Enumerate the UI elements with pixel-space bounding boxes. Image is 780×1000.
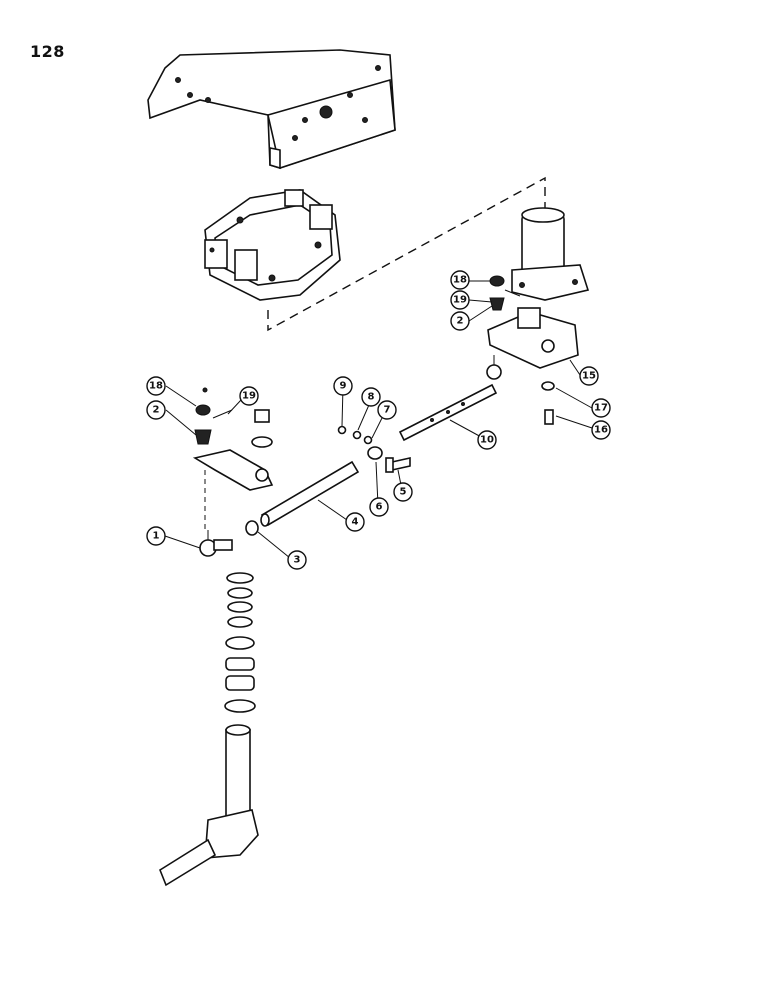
clamp-and-bolt [367, 446, 411, 473]
svg-text:6: 6 [376, 502, 383, 513]
callout-8: 8 [361, 387, 381, 407]
upper-steering-arm [487, 207, 590, 369]
callout-9: 9 [333, 376, 353, 396]
left-nut-set [194, 387, 273, 448]
svg-text:9: 9 [340, 381, 347, 392]
callout-4: 4 [345, 512, 365, 532]
steering-gear-housing [204, 189, 341, 301]
svg-text:17: 17 [594, 403, 608, 414]
svg-text:18: 18 [149, 381, 163, 392]
tie-rod [398, 355, 502, 442]
ball-joint-1 [199, 530, 233, 557]
bolt-16-nut-17 [541, 381, 555, 425]
bearing-stack [224, 572, 256, 713]
svg-text:1: 1 [153, 531, 160, 542]
svg-text:18: 18 [453, 275, 467, 286]
tractor-frame [147, 49, 396, 170]
upper-nut-set [489, 275, 521, 311]
steering-spindle [159, 724, 259, 887]
callout-18-left: 18 [146, 376, 166, 396]
svg-text:15: 15 [582, 371, 596, 382]
callout-19-left: 19 [239, 386, 259, 406]
callout-2-left: 2 [146, 400, 166, 420]
pitman-arm [192, 449, 274, 530]
svg-text:5: 5 [400, 487, 407, 498]
callout-18-right: 18 [450, 270, 470, 290]
callout-3: 3 [287, 550, 307, 570]
callout-5: 5 [393, 482, 413, 502]
svg-text:8: 8 [368, 392, 375, 403]
callout-7: 7 [377, 400, 397, 420]
callout-16: 16 [591, 420, 611, 440]
callout-2-right: 2 [450, 311, 470, 331]
svg-text:10: 10 [480, 435, 494, 446]
callout-10: 10 [477, 430, 497, 450]
svg-text:2: 2 [153, 405, 160, 416]
svg-text:2: 2 [457, 316, 464, 327]
drag-link-tube [260, 460, 360, 527]
sleeve-3 [245, 520, 259, 536]
callout-19-right: 19 [450, 290, 470, 310]
callout-6: 6 [369, 497, 389, 517]
callout-1: 1 [146, 526, 166, 546]
svg-text:7: 7 [384, 405, 391, 416]
small-washers [337, 425, 373, 445]
callout-17: 17 [591, 398, 611, 418]
page-number: 128 [30, 42, 65, 61]
svg-text:3: 3 [294, 555, 301, 566]
svg-text:16: 16 [594, 425, 608, 436]
callout-15: 15 [579, 366, 599, 386]
svg-text:19: 19 [453, 295, 467, 306]
svg-text:4: 4 [352, 517, 359, 528]
svg-text:19: 19 [242, 391, 256, 402]
alignment-dashed-line [267, 176, 546, 332]
